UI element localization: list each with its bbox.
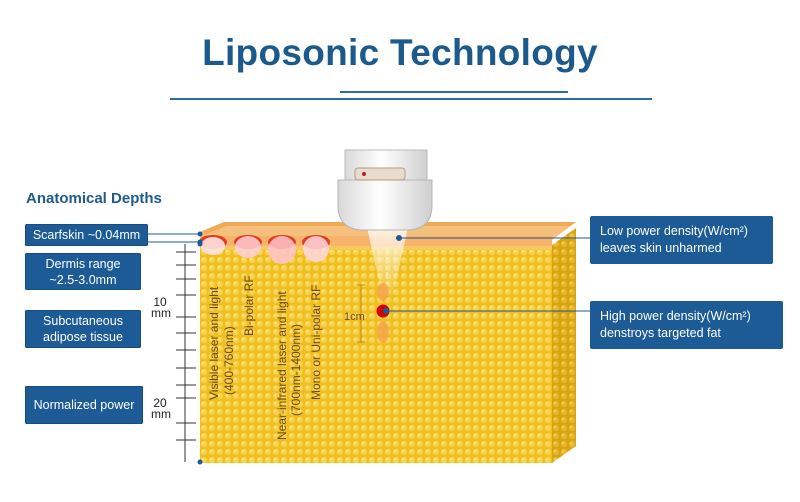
depth-label-visible-light: Visible laser and light [207, 286, 221, 400]
page-title: Liposonic Technology [202, 32, 598, 73]
scale-unit: mm [151, 407, 171, 421]
depth-label-monopolar-rf: Mono or Uni-polar RF [309, 285, 323, 400]
scale-mark-20: 20 mm [151, 396, 171, 421]
depth-label-bipolar-rf: Bi-polar RF [242, 275, 256, 336]
label-normalized-power: Normalized power [25, 386, 143, 424]
label-scarfskin: Scarfskin ~0.04mm [25, 224, 148, 246]
tissue-block-side [552, 228, 576, 463]
subcutaneous-fat-layer [200, 245, 552, 463]
scale-unit: mm [151, 306, 171, 320]
depth-label-near-infrared-range: (700nm-1400nm) [289, 324, 303, 416]
scale-mark-10: 10 mm [151, 295, 171, 320]
callout-low-power-line2: leaves skin unharmed [600, 241, 722, 255]
focus-depth-label: 1cm [344, 311, 365, 323]
depth-label-visible-light-range: (400-760nm) [222, 326, 236, 395]
epidermis-top [200, 222, 576, 234]
energy-lobes [199, 235, 330, 264]
callout-high-power-line1: High power density(W/cm²) [600, 309, 751, 323]
section-title: Anatomical Depths [26, 190, 162, 207]
label-subcutaneous: Subcutaneous adipose tissue [25, 310, 141, 348]
ultrasound-transducer-icon [337, 149, 433, 231]
label-dermis-range: Dermis range ~2.5-3.0mm [25, 253, 141, 290]
callout-high-power-line2: denstroys targeted fat [600, 326, 721, 340]
title-underline-upper [340, 91, 568, 93]
callout-high-power: High power density(W/cm²) denstroys targ… [590, 301, 783, 349]
depth-label-near-infrared: Near-infrared laser and light [275, 291, 289, 440]
callout-low-power: Low power density(W/cm²) leaves skin unh… [590, 216, 773, 264]
depth-ruler [176, 244, 196, 462]
callout-low-power-line1: Low power density(W/cm²) [600, 224, 748, 238]
leader-lines [148, 231, 590, 314]
title-underline [170, 98, 652, 100]
